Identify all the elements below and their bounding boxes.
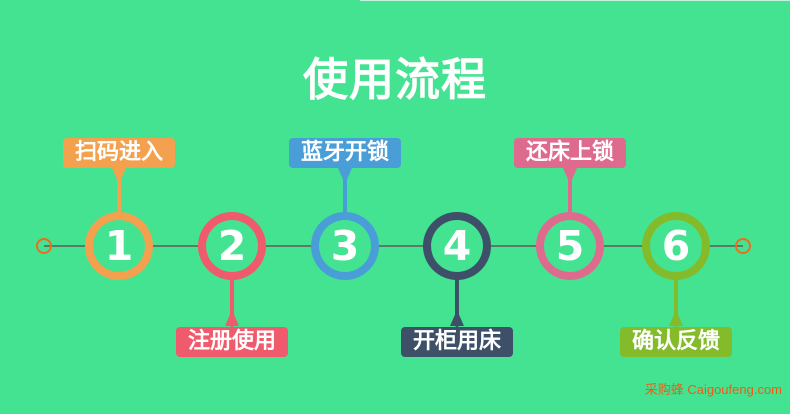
step-number-4: 4 [442, 222, 472, 270]
step-pointer-2 [225, 310, 239, 326]
step-number-2: 2 [217, 222, 247, 270]
step-number-6: 6 [661, 222, 691, 270]
step-label-6: 确认反馈 [620, 327, 733, 357]
step-pointer-5 [563, 168, 577, 184]
step-pointer-4 [450, 310, 464, 326]
step-label-4: 开柜用床 [401, 327, 514, 357]
step-label-3: 蓝牙开锁 [289, 138, 402, 168]
page-title: 使用流程 [302, 53, 487, 106]
step-number-5: 5 [555, 222, 585, 270]
step-number-1: 1 [104, 222, 134, 270]
watermark: 采购蜂 Caigoufeng.com [644, 382, 782, 397]
step-pointer-1 [112, 168, 126, 184]
step-label-2: 注册使用 [176, 327, 289, 357]
top-divider [360, 0, 790, 1]
step-number-3: 3 [330, 222, 360, 270]
timeline-end-endpoint [735, 238, 751, 254]
step-label-1: 扫码进入 [63, 138, 176, 168]
step-pointer-6 [669, 310, 683, 326]
step-pointer-3 [338, 168, 352, 184]
step-label-5: 还床上锁 [514, 138, 627, 168]
timeline-start-endpoint [36, 238, 52, 254]
